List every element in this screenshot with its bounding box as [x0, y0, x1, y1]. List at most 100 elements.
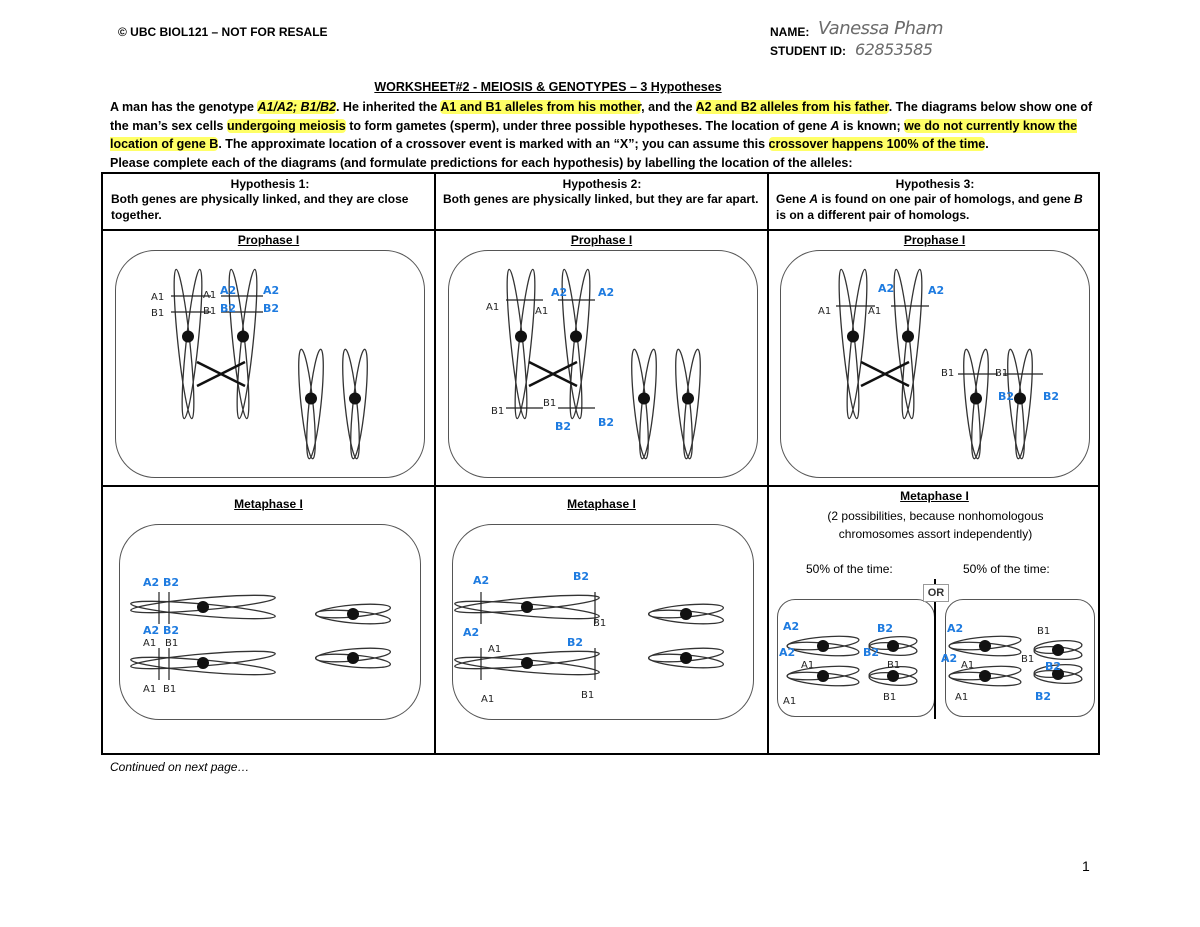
h1-homolog-1-centromere [182, 330, 194, 343]
h3-homolog-a1-centromere [847, 330, 859, 343]
h3-label-a1: A1 [818, 306, 831, 317]
h1-crossover-b [196, 360, 246, 388]
h3-meta-right-b1: B1 [1037, 626, 1050, 637]
h2-homolog-2-chromatid-a [561, 268, 583, 420]
hypothesis-3-header: Hypothesis 3: Gene A is found on one pai… [776, 177, 1083, 222]
h3-label-b1-b: B1 [995, 368, 1008, 379]
h2-crossover-b [528, 360, 578, 388]
h3-metaphase-box-right [945, 599, 1095, 717]
h1-nonhomolog-1-centromere [305, 392, 317, 405]
h1-label-b1-b: B1 [203, 306, 216, 317]
h2-meta-nonhomolog-2-centromere [680, 652, 692, 664]
h3-homolog-a2-chromatid-a [893, 268, 915, 420]
h3-homolog-a1-chromatid-b [846, 268, 868, 420]
h3-label-a1-b: A1 [868, 306, 881, 317]
h2-meta-a2-b: A2 [463, 626, 479, 639]
h2-label-a2: A2 [551, 286, 567, 299]
h3-label-a2: A2 [878, 282, 894, 295]
h3-meta-left-a1a2-bottom-centromere [817, 670, 829, 682]
h3-meta-right-b2: B2 [1045, 660, 1061, 673]
h3-meta-left-a2: A2 [783, 620, 799, 633]
h3-metaphase-title: Metaphase I [900, 489, 969, 503]
h3-meta-right-b-top-centromere [1052, 644, 1064, 656]
h1-meta-b1: B1 [165, 638, 178, 649]
h3-homolog-a2-centromere [902, 330, 914, 343]
h1-label-b2: B2 [220, 302, 236, 315]
h3-meta-right-a1: A1 [961, 660, 974, 671]
h3-meta-left-b2: B2 [877, 622, 893, 635]
h2-meta-b1: B1 [581, 690, 594, 701]
h3-metaphase-note: (2 possibilities, because nonhomologous … [827, 509, 1044, 541]
h1-meta-nonhomolog-2-centromere [347, 652, 359, 664]
h1-homolog-2-chromatid-a [228, 268, 250, 420]
h2-meta-a2: A2 [473, 574, 489, 587]
h2-prophase-box [448, 250, 758, 478]
h1-homolog-1-chromatid-b [181, 268, 203, 420]
worksheet-title: WORKSHEET#2 - MEIOSIS & GENOTYPES – 3 Hy… [374, 80, 722, 94]
h3-half-left: 50% of the time: [806, 562, 893, 576]
h2-label-b2: B2 [555, 420, 571, 433]
h2-meta-a1: A1 [488, 644, 501, 655]
h3-meta-left-b1-b: B1 [883, 692, 896, 703]
h1-prophase-title: Prophase I [237, 233, 300, 247]
h2-meta-b2: B2 [573, 570, 589, 583]
h1-label-a1: A1 [151, 292, 164, 303]
h1-label-a1-b: A1 [203, 290, 216, 301]
h1-nonhomolog-2-centromere [349, 392, 361, 405]
hypothesis-2-header: Hypothesis 2: Both genes are physically … [443, 177, 759, 206]
h2-homolog-1-chromatid-a [506, 268, 528, 420]
h2-prophase-title: Prophase I [570, 233, 633, 247]
hypothesis-table: Hypothesis 1: Both genes are physically … [101, 172, 1100, 755]
h3-meta-left-a1: A1 [801, 660, 814, 671]
h2-homolog-2-chromatid-b [569, 268, 591, 420]
h2-homolog-2-centromere [570, 330, 582, 343]
h3-meta-left-a1-b: A1 [783, 696, 796, 707]
h1-label-a2: A2 [220, 284, 236, 297]
h3-label-a2-b: A2 [928, 284, 944, 297]
name-label: NAME: [770, 25, 810, 39]
h2-homolog-1-centromere [515, 330, 527, 343]
h3-prophase-box [780, 250, 1090, 478]
h3-prophase-title: Prophase I [903, 233, 966, 247]
h3-meta-right-a1-b: A1 [955, 692, 968, 703]
h3-meta-right-a2: A2 [947, 622, 963, 635]
student-id-value: 62853585 [855, 40, 933, 59]
h1-label-a2-b: A2 [263, 284, 279, 297]
or-divider [934, 579, 936, 719]
h3-meta-right-b1-b: B1 [1021, 654, 1034, 665]
h3-homolog-a1-chromatid-a [838, 268, 860, 420]
h1-meta-homolog-1-centromere [197, 601, 209, 613]
h2-metaphase-title: Metaphase I [567, 497, 636, 511]
h3-meta-left-b-bottom-centromere [887, 670, 899, 682]
h1-metaphase-title: Metaphase I [234, 497, 303, 511]
h1-meta-nonhomolog-1-centromere [347, 608, 359, 620]
h2-metaphase-box [452, 524, 754, 720]
h3-meta-right-b-bottom-centromere [1052, 668, 1064, 680]
h3-label-b1: B1 [941, 368, 954, 379]
h3-label-b2-b: B2 [1043, 390, 1059, 403]
h3-meta-left-b-top-centromere [887, 640, 899, 652]
h3-meta-left-b1: B1 [887, 660, 900, 671]
h1-meta-b2-b: B2 [163, 624, 179, 637]
h1-meta-a2: A2 [143, 576, 159, 589]
h1-meta-a1: A1 [143, 638, 156, 649]
page-number: 1 [1082, 858, 1090, 874]
h1-prophase-box [115, 250, 425, 478]
h2-meta-homolog-1-centromere [521, 601, 533, 613]
student-id-label: STUDENT ID: [770, 44, 846, 58]
h3-meta-left-a2-b: A2 [779, 646, 795, 659]
h2-meta-b2-b: B2 [567, 636, 583, 649]
h2-label-a1-b: A1 [535, 306, 548, 317]
h1-metaphase-box [119, 524, 421, 720]
h1-meta-a1-b: A1 [143, 684, 156, 695]
h2-meta-a1-b: A1 [481, 694, 494, 705]
h3-meta-right-a-top-centromere [979, 640, 991, 652]
h1-homolog-1-chromatid-a [173, 268, 195, 420]
h3-half-right: 50% of the time: [963, 562, 1050, 576]
h1-meta-b1-b: B1 [163, 684, 176, 695]
h2-label-a1: A1 [486, 302, 499, 313]
name-value: Vanessa Pham [818, 18, 944, 39]
h1-homolog-2-centromere [237, 330, 249, 343]
h1-homolog-2-chromatid-b [236, 268, 258, 420]
